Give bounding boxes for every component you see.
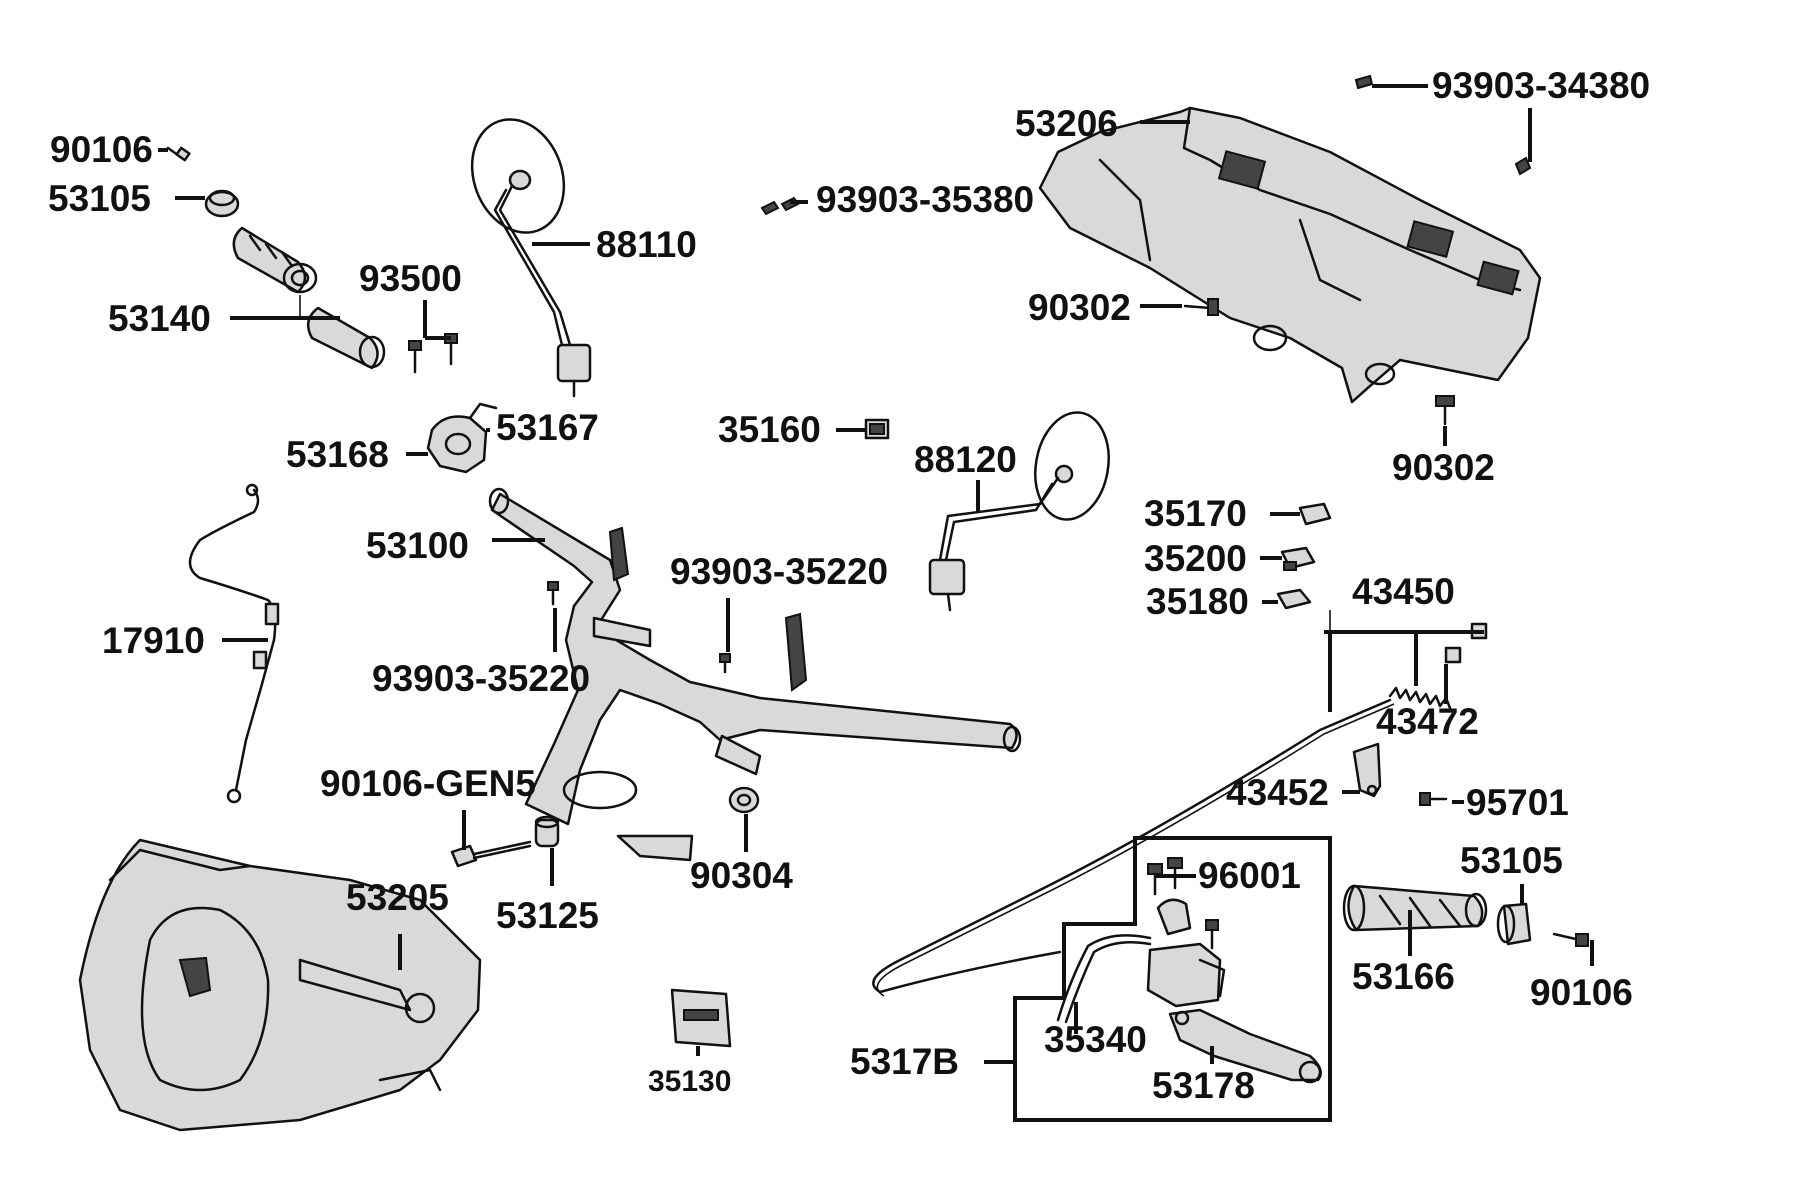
- label-93500: 93500: [359, 258, 462, 299]
- label-88110: 88110: [596, 224, 697, 265]
- label-43452: 43452: [1226, 772, 1329, 813]
- part-88120-mirror-right: [928, 411, 1110, 612]
- label-5317b: 5317B: [850, 1041, 959, 1082]
- part-17910-cable: [188, 483, 280, 804]
- label-35160: 35160: [718, 409, 821, 450]
- label-35200: 35200: [1144, 538, 1247, 579]
- label-35170: 35170: [1144, 493, 1247, 534]
- label-35340: 35340: [1044, 1019, 1147, 1060]
- label-96001: 96001: [1198, 855, 1301, 896]
- part-43472-spring: [1388, 686, 1452, 710]
- part-53125-spacer: [534, 815, 560, 848]
- part-35130-switch: [670, 988, 732, 1048]
- label-95701: 95701: [1466, 782, 1569, 823]
- part-53105-bar-end-left: [204, 189, 240, 218]
- part-90302-screw-a: [1183, 298, 1219, 316]
- part-35180-switch: [1276, 588, 1312, 610]
- label-90304: 90304: [690, 855, 793, 896]
- label-53168: 53168: [286, 434, 389, 475]
- label-93903-35220-a: 93903-35220: [372, 658, 590, 699]
- label-53105-right: 53105: [1460, 840, 1563, 881]
- part-90106-gen5-bolt: [450, 840, 532, 868]
- label-88120: 88120: [914, 439, 1017, 480]
- label-53125: 53125: [496, 895, 599, 936]
- part-35170-switch: [1298, 502, 1332, 526]
- label-90106-right: 90106: [1530, 972, 1633, 1013]
- part-53166-grip-right: [1342, 884, 1488, 932]
- label-93903-35380: 93903-35380: [816, 179, 1034, 220]
- part-90304-nut: [728, 786, 760, 814]
- part-53178-brake-lever: [1168, 1008, 1322, 1084]
- part-95701-bolt: [1419, 792, 1448, 806]
- part-53206-rear-cover: [1038, 106, 1542, 404]
- part-35200-switch: [1280, 546, 1316, 571]
- label-35180: 35180: [1146, 581, 1249, 622]
- part-88110-mirror-left: [470, 118, 592, 398]
- part-53100-handlebar: [488, 487, 1022, 862]
- part-5317b-master-cylinder: [1146, 898, 1226, 1008]
- part-53105-bar-end-right: [1496, 902, 1532, 946]
- label-43472: 43472: [1376, 701, 1479, 742]
- part-35160-switch: [864, 418, 890, 440]
- label-90302-a: 90302: [1028, 287, 1131, 328]
- part-53167-switch-housing: [426, 402, 498, 474]
- label-53100: 53100: [366, 525, 469, 566]
- part-93903-35220-screw-a: [547, 581, 559, 606]
- label-53167: 53167: [496, 407, 599, 448]
- label-53105-left: 53105: [48, 178, 151, 219]
- label-53206: 53206: [1015, 103, 1118, 144]
- label-90106-left: 90106: [50, 129, 153, 170]
- part-53205-front-cover: [78, 838, 482, 1132]
- label-53140: 53140: [108, 298, 211, 339]
- label-90302-b: 90302: [1392, 447, 1495, 488]
- label-53205: 53205: [346, 877, 449, 918]
- part-53140-grip: [232, 226, 386, 370]
- label-53166: 53166: [1352, 956, 1455, 997]
- part-90302-screw-b: [1435, 395, 1455, 426]
- part-43452-bracket: [1352, 742, 1382, 798]
- label-35130: 35130: [648, 1065, 731, 1098]
- label-43450: 43450: [1352, 571, 1455, 612]
- label-53178: 53178: [1152, 1065, 1255, 1106]
- part-35340-switch-wire: [1056, 934, 1152, 1024]
- assembly-5317b-box: [1013, 836, 1332, 1122]
- part-90106-bolt-right: [1552, 932, 1589, 947]
- label-93903-34380: 93903-34380: [1432, 65, 1650, 106]
- part-90106-bolt-left: [166, 146, 191, 162]
- label-90106-gen5: 90106-GEN5: [320, 763, 536, 804]
- part-43450-cable: [872, 622, 1488, 997]
- leader-lines: [158, 84, 1594, 1064]
- label-17910: 17910: [102, 620, 205, 661]
- label-93903-35220-b: 93903-35220: [670, 551, 888, 592]
- part-93903-35220-screw-b: [719, 653, 731, 674]
